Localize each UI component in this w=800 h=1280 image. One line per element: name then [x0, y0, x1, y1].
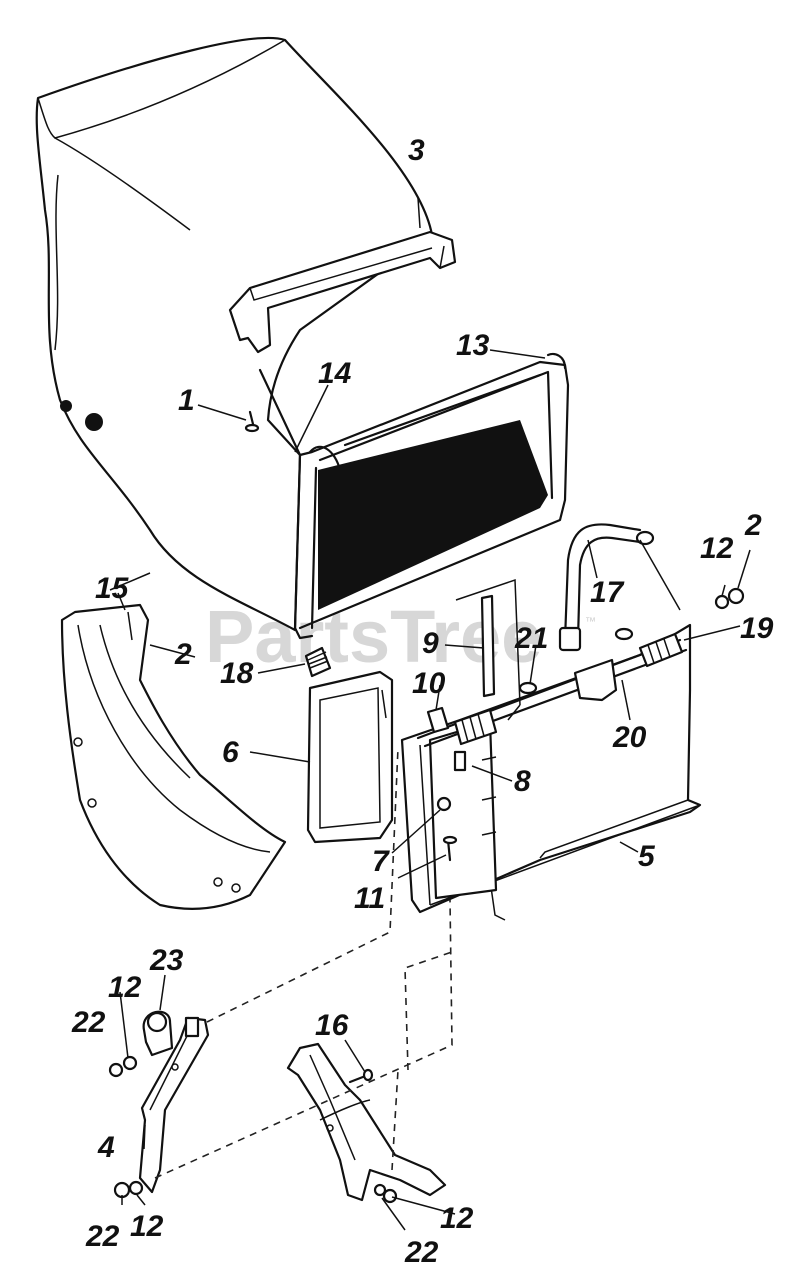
bracket: [142, 1010, 200, 1057]
callout-3: 3: [408, 134, 425, 167]
callout-12-bottom-right: 12: [440, 1202, 474, 1235]
spring-shaft: [416, 627, 688, 748]
callout-12-bottom-left: 12: [130, 1210, 164, 1243]
callout-12-top: 12: [700, 532, 734, 565]
callout-11: 11: [354, 882, 385, 915]
callouts: 3 13 14 1 15 2 18 6 9 21 10 8 7 11 17 12…: [71, 134, 774, 1269]
latch-plate: [428, 720, 498, 900]
callout-18: 18: [220, 657, 254, 690]
grass-bag: [35, 36, 434, 632]
callout-14: 14: [318, 357, 352, 390]
side-deflector: [60, 603, 287, 910]
callout-13: 13: [456, 329, 490, 362]
bag-frame: [258, 352, 570, 640]
callout-8: 8: [514, 765, 531, 798]
callout-7: 7: [372, 845, 390, 878]
door-panel: [306, 670, 394, 844]
callout-2-left: 2: [174, 638, 192, 671]
leader-lines: [109, 197, 751, 1231]
callout-19: 19: [740, 612, 774, 645]
right-lever: [286, 1042, 447, 1202]
callout-17: 17: [590, 576, 625, 609]
callout-15: 15: [95, 572, 130, 605]
callout-12-left: 12: [108, 971, 142, 1004]
callout-16: 16: [315, 1009, 349, 1042]
hardware: [108, 410, 745, 1204]
callout-20: 20: [612, 721, 647, 754]
callout-2-right: 2: [744, 509, 762, 542]
callout-6: 6: [222, 736, 239, 769]
handle-bail: [558, 523, 655, 652]
callout-22-bottom-left: 22: [85, 1220, 120, 1253]
callout-22-bottom-right: 22: [404, 1236, 439, 1269]
callout-10: 10: [412, 667, 446, 700]
spring: [304, 646, 332, 678]
callout-21: 21: [514, 622, 548, 655]
watermark-trademark: ™: [585, 616, 596, 628]
callout-1: 1: [178, 384, 195, 417]
rod: [480, 594, 496, 698]
callout-9: 9: [422, 627, 439, 660]
top-frame: [228, 230, 457, 354]
assembly-lines: [154, 747, 453, 1179]
callout-4: 4: [97, 1131, 115, 1164]
callout-5: 5: [638, 840, 656, 873]
callout-22-left: 22: [71, 1006, 106, 1039]
callout-23: 23: [149, 944, 184, 977]
left-lever: [138, 1016, 210, 1194]
